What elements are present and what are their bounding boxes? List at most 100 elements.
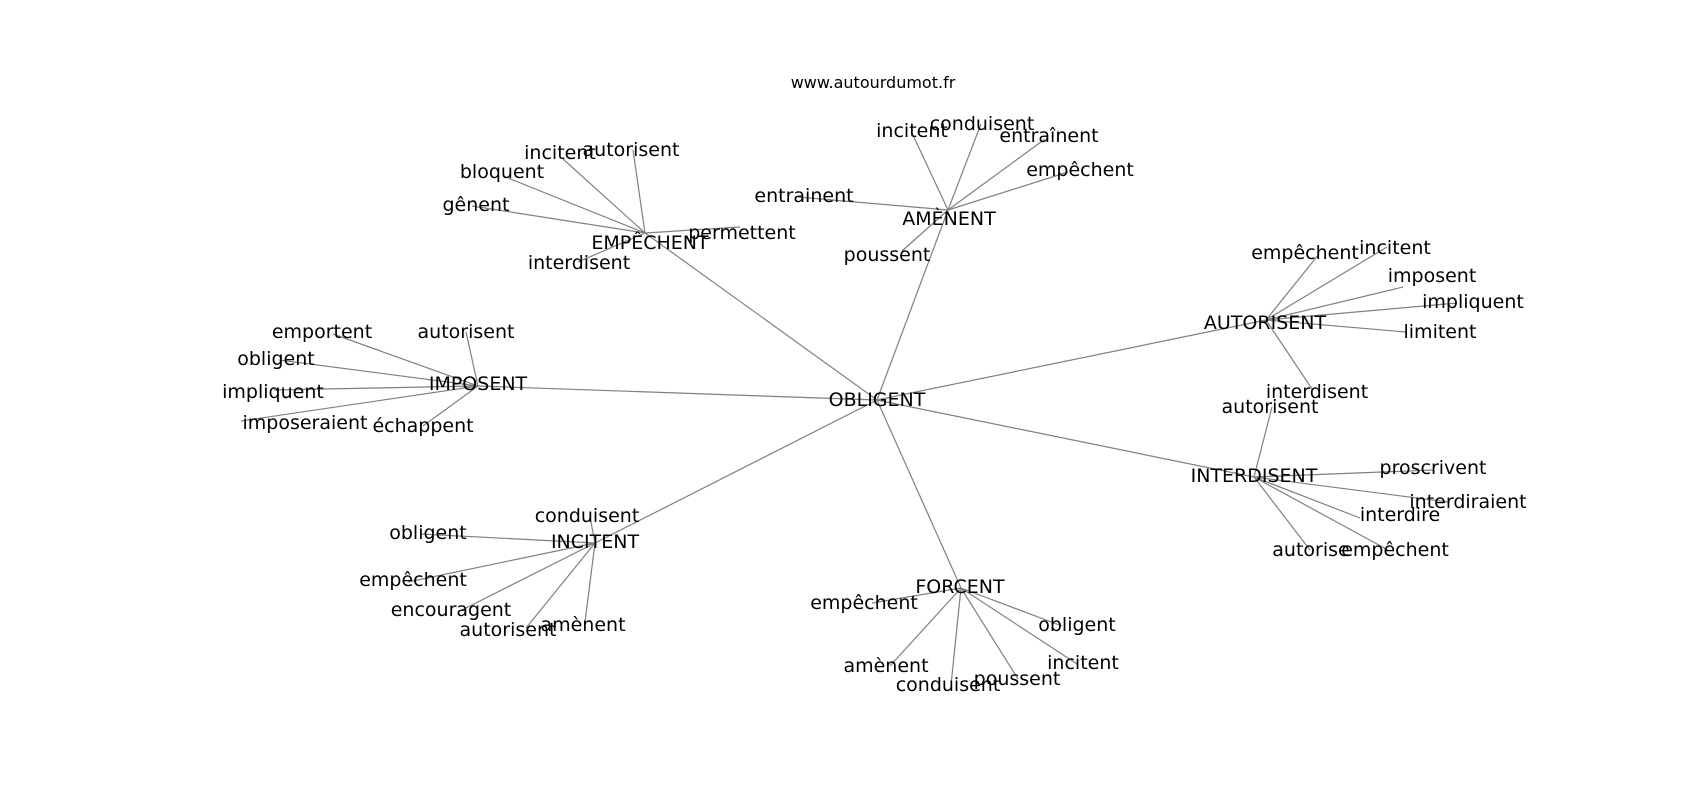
leaf-label: autorisent bbox=[583, 139, 680, 161]
hub-label: INCITENT bbox=[551, 531, 640, 553]
leaf-label: autorisent bbox=[460, 619, 557, 641]
leaf-edge bbox=[960, 587, 1063, 627]
hub-label: INTERDISENT bbox=[1191, 465, 1318, 487]
center-edge bbox=[594, 399, 878, 544]
leaf-label: autorisent bbox=[418, 321, 515, 343]
leaf-label: impliquent bbox=[222, 381, 324, 403]
leaf-edge bbox=[947, 171, 1069, 211]
center-edge bbox=[876, 209, 949, 401]
leaf-label: limitent bbox=[1404, 321, 1477, 343]
leaf-label: obligent bbox=[237, 348, 314, 370]
leaf-label: gênent bbox=[443, 194, 510, 216]
hub-label: FORCENT bbox=[915, 576, 1005, 598]
leaf-edge bbox=[419, 533, 596, 544]
leaf-edge bbox=[332, 333, 479, 387]
leaf-label: encouragent bbox=[391, 599, 512, 621]
leaf-edge bbox=[644, 226, 741, 234]
leaf-label: conduisent bbox=[896, 674, 1001, 696]
leaf-label: empêchent bbox=[810, 592, 918, 614]
leaf-edge bbox=[273, 385, 479, 391]
center-edge bbox=[477, 385, 878, 401]
leaf-edge bbox=[562, 158, 646, 234]
leaf-label: empêchent bbox=[359, 569, 467, 591]
leaf-label: imposeraient bbox=[243, 412, 368, 434]
leaf-label: obligent bbox=[389, 522, 466, 544]
leaf-edge bbox=[871, 587, 962, 604]
hub-label: AUTORISENT bbox=[1204, 312, 1327, 334]
leaf-label: incitent bbox=[1359, 237, 1431, 259]
leaf-label: interdisent bbox=[528, 252, 630, 274]
leaf-edge bbox=[1265, 246, 1388, 321]
leaf-label: bloquent bbox=[460, 161, 544, 183]
leaf-label: autorisent bbox=[1222, 396, 1319, 418]
leaf-edge bbox=[577, 232, 646, 263]
leaf-edge bbox=[632, 149, 646, 234]
leaf-edge bbox=[1253, 406, 1273, 478]
leaf-edge bbox=[1253, 476, 1311, 551]
leaf-label: incitent bbox=[1047, 652, 1119, 674]
leaf-edge bbox=[950, 587, 962, 686]
center-edge bbox=[876, 399, 1255, 478]
center-edge bbox=[876, 319, 1267, 401]
leaf-label: incitent bbox=[524, 142, 596, 164]
leaf-label: permettent bbox=[688, 222, 796, 244]
leaf-label: échappent bbox=[372, 415, 473, 437]
leaf-edge bbox=[1253, 469, 1435, 478]
leaf-label: entraînent bbox=[999, 125, 1098, 147]
leaf-label: obligent bbox=[1038, 614, 1115, 636]
leaf-edge bbox=[589, 516, 596, 544]
leaf-edge bbox=[1265, 286, 1404, 321]
leaf-edge bbox=[507, 177, 646, 234]
watermark-text: www.autourdumot.fr bbox=[791, 73, 956, 92]
leaf-label: autorise bbox=[1272, 539, 1349, 561]
leaf-label: interdire bbox=[1360, 504, 1440, 526]
leaf-label: imposent bbox=[1388, 265, 1477, 287]
center-edge bbox=[876, 399, 962, 589]
leaf-label: conduisent bbox=[930, 113, 1035, 135]
center-label: OBLIGENT bbox=[829, 389, 926, 411]
leaf-label: entrainent bbox=[754, 185, 853, 207]
leaf-edge bbox=[960, 587, 1078, 665]
leaf-edge bbox=[1265, 253, 1320, 321]
graph-edges bbox=[240, 123, 1458, 686]
leaf-edge bbox=[461, 542, 596, 611]
leaf-label: incitent bbox=[876, 120, 948, 142]
leaf-edge bbox=[1253, 476, 1361, 519]
leaf-edge bbox=[1265, 319, 1407, 333]
leaf-label: empêchent bbox=[1341, 539, 1449, 561]
leaf-edge bbox=[947, 138, 1046, 211]
leaf-edge bbox=[278, 359, 479, 387]
leaf-edge bbox=[471, 205, 646, 234]
leaf-label: poussent bbox=[844, 244, 931, 266]
leaf-label: amènent bbox=[540, 614, 625, 636]
leaf-edge bbox=[797, 196, 949, 211]
leaf-label: poussent bbox=[974, 668, 1061, 690]
leaf-edge bbox=[1253, 476, 1449, 503]
leaf-edge bbox=[889, 587, 962, 667]
leaf-label: emportent bbox=[272, 321, 372, 343]
leaf-label: impliquent bbox=[1422, 291, 1524, 313]
leaf-label: proscrivent bbox=[1380, 457, 1487, 479]
leaf-edge bbox=[240, 385, 479, 422]
leaf-edge bbox=[911, 132, 949, 211]
leaf-edge bbox=[901, 209, 949, 252]
leaf-label: empêchent bbox=[1026, 159, 1134, 181]
hub-label: IMPOSENT bbox=[429, 373, 528, 395]
leaf-edge bbox=[407, 542, 596, 583]
leaf-edge bbox=[422, 385, 479, 427]
leaf-edge bbox=[1265, 302, 1458, 321]
leaf-label: empêchent bbox=[1251, 242, 1359, 264]
leaf-edge bbox=[465, 331, 479, 387]
leaf-edge bbox=[525, 542, 596, 629]
leaf-edge bbox=[947, 123, 982, 211]
leaf-label: conduisent bbox=[535, 505, 640, 527]
center-edge bbox=[644, 232, 878, 401]
leaf-edge bbox=[1265, 319, 1313, 390]
graph-labels: EMPÊCHENTautorisentincitentbloquentgênen… bbox=[222, 113, 1526, 696]
leaf-edge bbox=[960, 587, 1019, 680]
hub-label: AMÈNENT bbox=[902, 207, 996, 230]
leaf-label: interdisent bbox=[1266, 381, 1368, 403]
leaf-edge bbox=[1253, 476, 1389, 551]
leaf-edge bbox=[584, 542, 596, 623]
